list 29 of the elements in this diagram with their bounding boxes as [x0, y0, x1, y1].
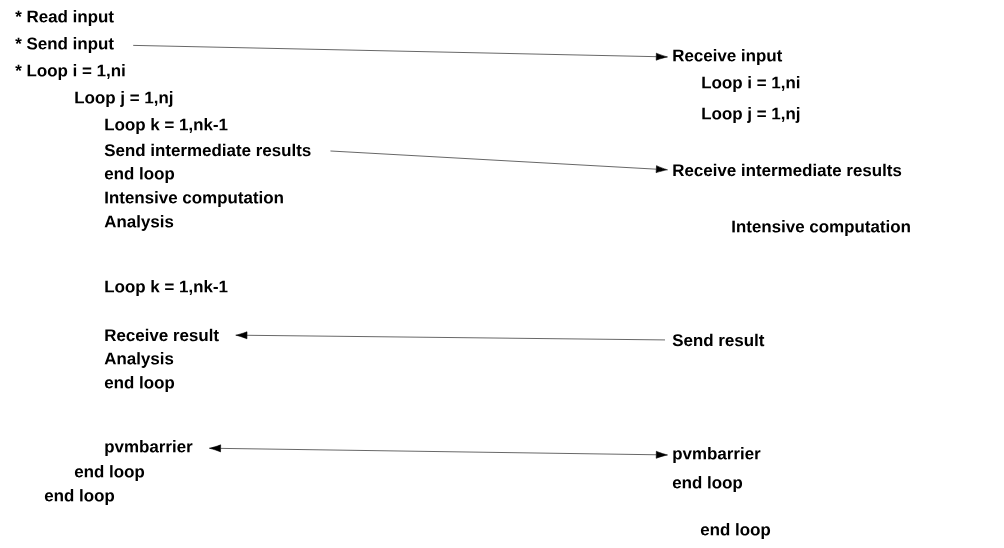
- code-line: Loop k = 1,nk-1: [105, 280, 228, 296]
- code-line: pvmbarrier: [673, 447, 761, 463]
- code-line: pvmbarrier: [105, 440, 193, 456]
- code-line: Loop j = 1,nj: [75, 91, 173, 107]
- code-line: Loop i = 1,ni: [702, 76, 800, 92]
- code-line: Send result: [672, 333, 765, 347]
- code-line: end loop: [700, 523, 771, 539]
- code-line: end loop: [104, 376, 175, 392]
- code-line: Receive input: [673, 49, 783, 65]
- code-line: end loop: [44, 489, 115, 505]
- arrow: [235, 331, 666, 341]
- code-line: Receive result: [105, 328, 219, 342]
- code-line: Loop j = 1,nj: [702, 107, 800, 123]
- code-line: Analysis: [104, 215, 174, 231]
- code-line: Analysis: [104, 352, 174, 368]
- code-line: * Read input: [15, 10, 114, 26]
- code-line: * Send input: [15, 37, 114, 53]
- arrow: [132, 45, 668, 61]
- code-line: * Loop i = 1,ni: [15, 64, 125, 80]
- code-line: end loop: [672, 476, 743, 492]
- arrow: [209, 444, 668, 459]
- code-line: Intensive computation: [732, 220, 910, 236]
- code-line: Receive intermediate results: [673, 163, 902, 177]
- arrow: [330, 150, 668, 173]
- code-line: Intensive computation: [105, 191, 283, 207]
- code-line: Loop k = 1,nk-1: [105, 118, 228, 134]
- code-line: end loop: [104, 167, 175, 183]
- code-line: end loop: [74, 465, 145, 481]
- code-line: Send intermediate results: [104, 143, 311, 157]
